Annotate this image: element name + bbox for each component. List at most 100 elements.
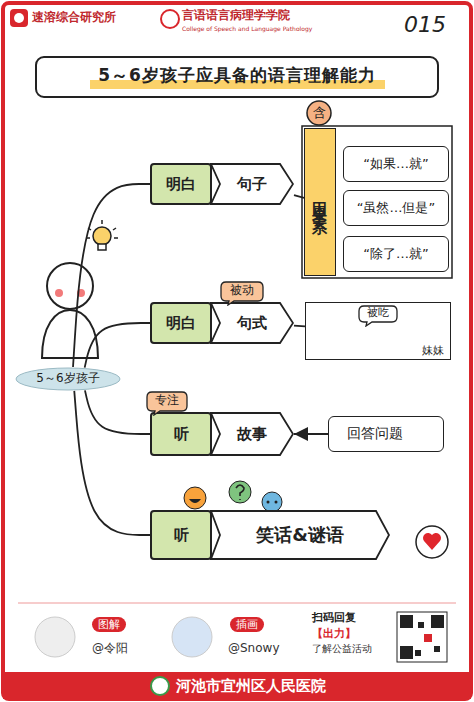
arrow-outline: [211, 303, 293, 343]
emoji-mouth: [189, 499, 201, 503]
node-text: 句式: [237, 315, 267, 332]
object-arrow: 故事: [210, 412, 294, 456]
qr-code: [397, 612, 447, 662]
node-text: 笑话&谜语: [256, 525, 344, 545]
connector: [73, 184, 150, 367]
verb-box: 听: [150, 510, 212, 560]
node-text: “如果…就”: [363, 157, 428, 171]
node-text: “除了…就”: [363, 247, 428, 261]
footer-text: 河池市宜州区人民医院: [176, 677, 326, 695]
node-text: 听: [174, 426, 189, 443]
bubble-dot: [275, 501, 278, 504]
qr-block: [415, 650, 421, 656]
footer-text: 了解公益活动: [312, 643, 372, 655]
footer-text: 速溶综合研究所: [32, 10, 116, 24]
hospital-logo: [151, 677, 169, 695]
school-logo: [161, 10, 179, 28]
arrow-outline: [211, 164, 293, 204]
footer-rule: [18, 603, 456, 604]
pattern-box: “虽然…但是”: [343, 190, 449, 226]
node-text: 5～6岁孩子: [36, 372, 99, 385]
object-arrow: 句式: [210, 302, 294, 344]
node-text: 因果关系: [312, 190, 329, 214]
bubble-outline: [221, 282, 263, 305]
node-text: “虽然…但是”: [357, 201, 435, 215]
author-avatar: [35, 617, 75, 657]
page-number: 015: [404, 12, 446, 38]
verb-box: 明白: [150, 302, 212, 344]
verb-box: 听: [150, 412, 212, 456]
chat-bubble: [262, 492, 282, 512]
tag-bubble: 专注: [146, 391, 188, 416]
subject-label: 5～6岁孩子: [15, 367, 121, 391]
object-arrow: 句子: [210, 163, 294, 205]
node-text: 专注: [155, 394, 179, 407]
bubble-outline: [147, 392, 187, 415]
footer-text: College of Speech and Language Pathology: [182, 25, 312, 32]
qr-block: [400, 646, 413, 659]
illustrator-avatar: [172, 617, 212, 657]
role-tag: 插画: [230, 617, 264, 632]
example-frame: 妹妹 被吃: [305, 302, 451, 360]
arrow-outline: [211, 413, 293, 455]
footer-text: 【出力】: [312, 627, 356, 640]
category-column: 因果关系: [304, 128, 336, 276]
tag-circle: 含: [306, 100, 332, 126]
footer-text: 言语语言病理学学院: [182, 8, 290, 22]
node-text: 被动: [230, 284, 254, 297]
pattern-box: “如果…就”: [343, 146, 449, 182]
connector: [74, 391, 150, 535]
node-text: 回答问题: [347, 426, 403, 441]
object-arrow: 笑话&谜语: [210, 510, 390, 560]
question-bubble: [229, 481, 251, 503]
verb-box: 明白: [150, 163, 212, 205]
connector: [85, 323, 150, 368]
connector: [294, 433, 328, 435]
qr-block: [400, 615, 413, 628]
heart: [423, 533, 441, 550]
bulb-glass: [93, 227, 111, 245]
logo-icon: [10, 9, 28, 27]
laugh-emoji: [184, 487, 206, 509]
node-text: 明白: [166, 176, 196, 193]
page-border: [3, 3, 471, 699]
title-frame: [36, 57, 438, 97]
ellipse-outline: [16, 368, 120, 390]
bulb-base: [98, 244, 106, 250]
qr-block: [418, 622, 424, 628]
node-text: 句子: [237, 176, 267, 193]
node-text: 妹妹: [422, 345, 444, 357]
child-head: [47, 263, 93, 309]
node-text: 含: [313, 106, 326, 120]
footer-text: @Snowy: [228, 641, 279, 655]
node-text: 故事: [237, 426, 267, 443]
speech-bubble: 被吃: [358, 305, 398, 327]
node-text: 听: [174, 527, 189, 544]
footer-band: [3, 672, 471, 699]
connector: [294, 195, 304, 198]
circle-outline: [307, 101, 331, 125]
tag-bubble: 被动: [220, 281, 264, 306]
logo-dot: [14, 13, 24, 23]
heart-bubble: [416, 526, 448, 558]
node-text: 被吃: [367, 307, 389, 319]
qr-block: [424, 634, 432, 642]
qr-block: [434, 646, 440, 652]
footer-text: 扫码回复: [312, 611, 356, 624]
node-text: 明白: [166, 315, 196, 332]
arrow-outline: [211, 511, 389, 559]
footer-text: @令阳: [92, 641, 128, 655]
task-box: 回答问题: [328, 416, 444, 452]
bubble-dot: [267, 501, 270, 504]
question-mark: [236, 485, 244, 500]
role-tag: 图解: [92, 617, 126, 632]
pattern-box: “除了…就”: [343, 236, 449, 272]
cause-frame: [302, 126, 452, 278]
child-cheek: [55, 289, 63, 297]
connector: [85, 390, 150, 434]
connector: [294, 325, 305, 327]
bubble-outline: [359, 306, 397, 326]
qr-block: [431, 615, 444, 628]
title-text: 5～6岁孩子应具备的语言理解能力: [36, 65, 438, 85]
